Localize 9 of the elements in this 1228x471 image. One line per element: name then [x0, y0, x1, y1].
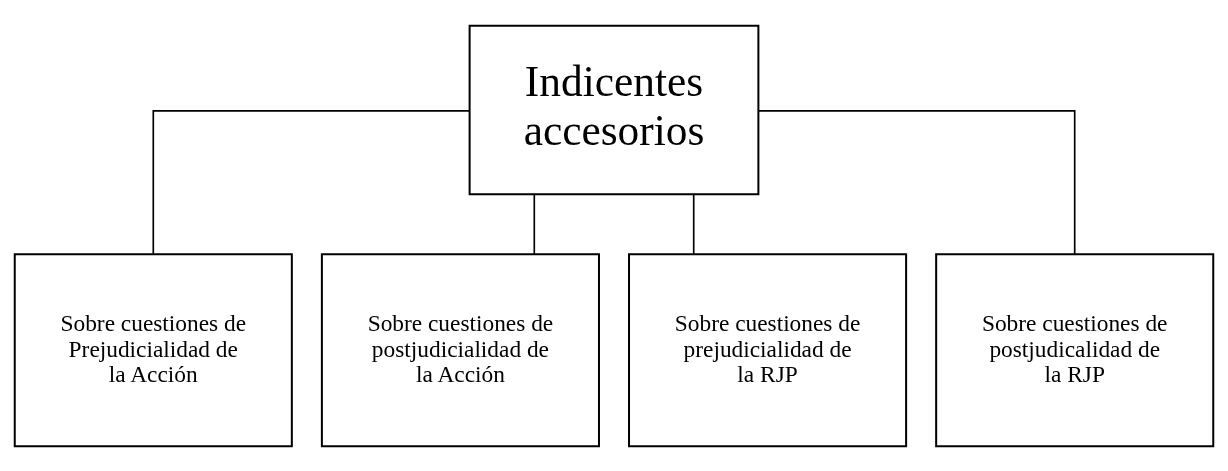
node-box: Sobre cuestiones de Prejudicialidad de la Acción [13, 252, 293, 447]
node-box: Sobre cuestiones de postjudicalidad de la RJP [935, 252, 1215, 447]
connector [757, 109, 1076, 255]
node-box: Indicentes accesorios [468, 24, 760, 195]
connector [533, 193, 536, 255]
connector [692, 193, 695, 255]
node-box: Sobre cuestiones de prejudicialidad de la RJP [628, 252, 908, 447]
node-box: Sobre cuestiones de postjudicialidad de la Acción [320, 252, 600, 447]
connector [152, 109, 471, 255]
